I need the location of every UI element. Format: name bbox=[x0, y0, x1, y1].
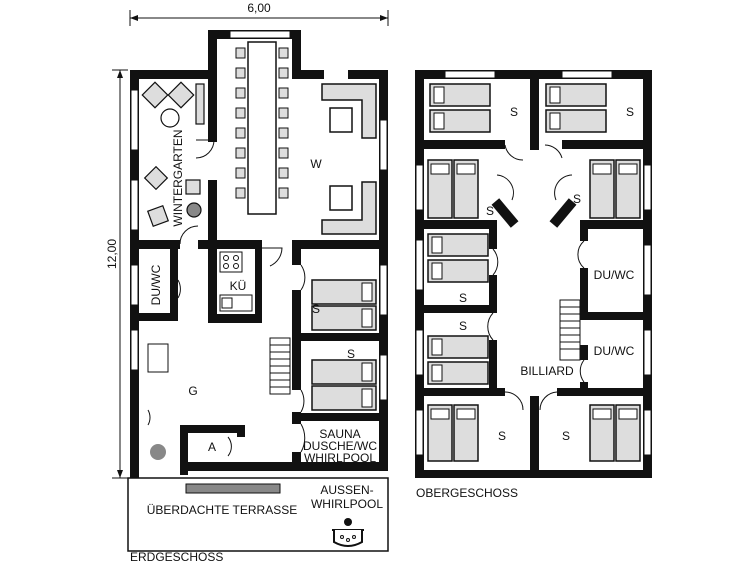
ground-beds bbox=[147, 279, 377, 494]
height-dimension: 12,00 bbox=[105, 69, 128, 479]
upper-floor-title: OBERGESCHOSS bbox=[416, 486, 518, 500]
room-label-sauna-whirlpool: WHIRLPOOL bbox=[304, 451, 376, 465]
room-label-s2: S bbox=[626, 105, 634, 119]
room-label-living: W bbox=[310, 157, 322, 171]
width-dimension: 6,00 bbox=[129, 1, 389, 26]
ground-floor-title: ERDGESCHOSS bbox=[130, 550, 223, 564]
room-label-bath2: DU/WC bbox=[594, 344, 635, 358]
room-label-s4: S bbox=[573, 192, 581, 206]
kitchen-fittings bbox=[219, 251, 253, 312]
sofas bbox=[321, 83, 377, 235]
width-label: 6,00 bbox=[247, 1, 271, 15]
whirlpool-icon bbox=[332, 518, 364, 547]
room-label-outdoor-whirlpool-1: AUSSEN- bbox=[320, 483, 373, 497]
room-label-s6: S bbox=[459, 319, 467, 333]
room-label-s5: S bbox=[459, 291, 467, 305]
room-label-sauna: SAUNA bbox=[319, 427, 360, 441]
room-label-storage: A bbox=[208, 440, 216, 454]
room-label-outdoor-whirlpool-2: WHIRLPOOL bbox=[311, 497, 383, 511]
upper-beds bbox=[427, 83, 641, 462]
upper-doors bbox=[487, 144, 585, 411]
room-label-s8: S bbox=[562, 429, 570, 443]
room-label-wintergarten: WINTERGARTEN bbox=[171, 129, 185, 226]
doors bbox=[147, 139, 306, 457]
room-label-bath: DU/WC bbox=[149, 264, 163, 305]
room-label-s7: S bbox=[498, 429, 506, 443]
ground-stairs bbox=[269, 337, 291, 395]
room-label-s3: S bbox=[486, 204, 494, 218]
windows bbox=[130, 30, 388, 401]
wintergarten-furniture bbox=[141, 81, 205, 228]
room-label-bedroom1: S bbox=[312, 302, 320, 316]
room-label-s1: S bbox=[510, 105, 518, 119]
room-label-bath1: DU/WC bbox=[594, 268, 635, 282]
upper-windows bbox=[415, 70, 652, 456]
room-label-terrace: ÜBERDACHTE TERRASSE bbox=[147, 503, 297, 517]
upper-stairs bbox=[559, 299, 581, 361]
dining-table bbox=[235, 41, 289, 215]
room-label-garage: G bbox=[188, 384, 197, 398]
room-label-sauna-shower: DUSCHE/WC bbox=[303, 439, 377, 453]
height-label: 12,00 bbox=[105, 239, 119, 269]
room-label-bedroom2: S bbox=[347, 347, 355, 361]
room-label-kitchen: KÜ bbox=[230, 279, 247, 293]
room-label-billiard: BILLIARD bbox=[520, 364, 574, 378]
